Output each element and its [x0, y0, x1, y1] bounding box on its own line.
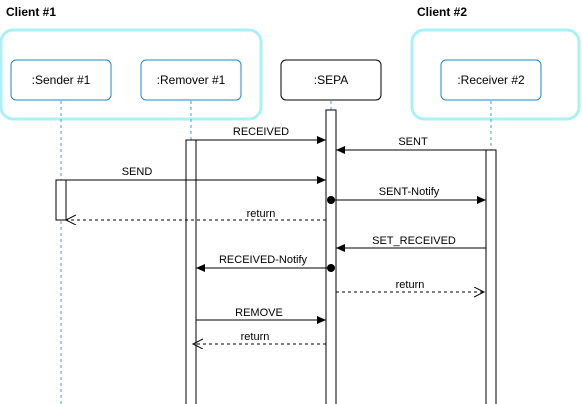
group-frame-client-2	[410, 28, 581, 121]
message-label-sent: SENT	[398, 136, 428, 148]
participant-sepa: :SEPA	[280, 59, 382, 101]
group-frame-client-1	[0, 28, 263, 121]
activation-remover	[185, 139, 197, 404]
message-label-received-notify: RECEIVED-Notify	[219, 254, 308, 266]
participant-remover: :Remover #1	[140, 59, 242, 101]
participant-remover-label: :Remover #1	[157, 73, 226, 87]
participant-sender: :Sender #1	[10, 59, 112, 101]
message-label-received: RECEIVED	[233, 126, 289, 138]
activation-sender	[55, 179, 67, 221]
activation-sepa	[325, 109, 337, 404]
message-label-remove: REMOVE	[235, 307, 283, 319]
message-label-return-remover: return	[241, 331, 270, 343]
activation-receiver	[485, 149, 497, 404]
participant-receiver: :Receiver #2	[440, 59, 542, 101]
message-label-sent-notify: SENT-Notify	[379, 186, 440, 198]
message-label-set-received: SET_RECEIVED	[372, 235, 456, 247]
message-label-send: SEND	[122, 166, 153, 178]
participant-receiver-label: :Receiver #2	[457, 73, 525, 87]
group-label-client-2: Client #2	[417, 5, 467, 19]
participant-sender-label: :Sender #1	[32, 73, 91, 87]
message-label-return-sender: return	[247, 208, 276, 220]
message-label-return-receiver: return	[396, 279, 425, 291]
participant-sepa-label: :SEPA	[314, 73, 348, 87]
group-label-client-1: Client #1	[6, 5, 56, 19]
